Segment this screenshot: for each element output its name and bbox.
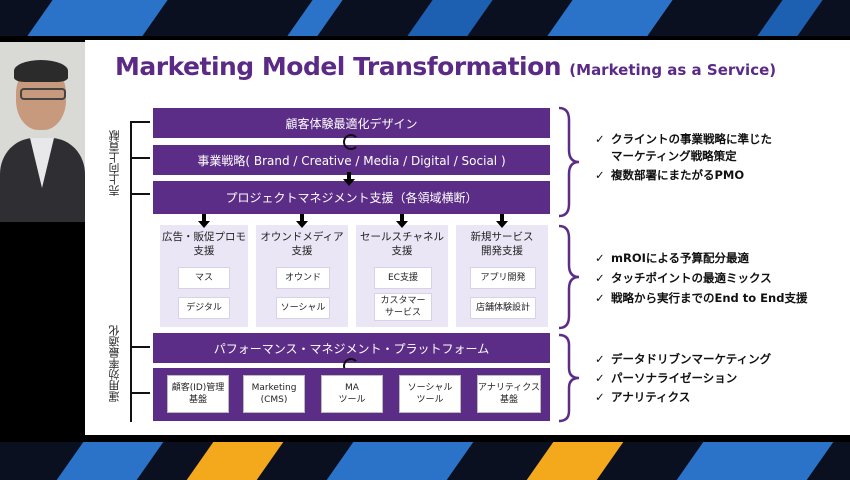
- column-title: セールスチャネル支援: [360, 231, 444, 257]
- check-item: ✓アナリティクス: [595, 390, 691, 404]
- column-sales-channel: セールスチャネル支援 EC支援 カスタマーサービス: [356, 225, 448, 327]
- column-item: オウンド: [276, 267, 330, 289]
- cycle-icon-1: [343, 134, 359, 150]
- check-item: ✓パーソナライゼーション: [595, 371, 738, 385]
- check-item: ✓クライントの事業戦略に準じた: [595, 132, 772, 146]
- top-stripe-band: [0, 0, 850, 36]
- arrow-to-platform: [130, 346, 150, 348]
- down-arrow-icon-col1: [202, 214, 206, 222]
- down-arrow-icon-col4-head: [496, 221, 508, 228]
- down-arrow-icon-col4: [500, 214, 504, 222]
- slide-title-main: Marketing Model Transformation: [115, 52, 562, 81]
- bar-project-management: プロジェクトマネジメント支援（各領域横断）: [153, 181, 550, 214]
- column-item: ソーシャル: [276, 297, 330, 319]
- brace-3: [558, 333, 580, 423]
- arrow-to-bar1: [130, 121, 150, 123]
- arrow-to-bar3: [130, 193, 150, 195]
- check-item: ✓戦略から実行までのEnd to End支援: [595, 291, 808, 305]
- presenter-hair: [14, 60, 68, 82]
- platform-tool: ソーシャルツール: [399, 375, 461, 413]
- column-item: カスタマーサービス: [374, 293, 432, 321]
- platform-tool: Marketing(CMS): [243, 375, 305, 413]
- down-arrow-icon-col2-head: [296, 221, 308, 228]
- platform-tool: アナリティクス基盤: [477, 375, 541, 413]
- check-item: ✓タッチポイントの最適ミックス: [595, 271, 772, 285]
- column-item: マス: [178, 267, 230, 289]
- down-arrow-icon-col1-head: [198, 221, 210, 228]
- down-arrow-icon-1: [347, 172, 351, 180]
- presenter-glasses: [20, 88, 66, 100]
- slide-title-sub: (Marketing as a Service): [569, 61, 777, 79]
- down-arrow-icon-col3-head: [396, 221, 408, 228]
- brace-1: [558, 106, 580, 218]
- column-ad-promo: 広告・販促プロモ支援 マス デジタル: [160, 225, 248, 327]
- left-bracket-line: [130, 122, 132, 422]
- check-item: ✓データドリブンマーケティング: [595, 352, 772, 366]
- column-item: アプリ開発: [470, 267, 536, 289]
- check-item: ✓mROIによる予算配分最適: [595, 251, 750, 265]
- left-label-top: 売上向上貢献: [108, 130, 121, 196]
- slide-title: Marketing Model Transformation (Marketin…: [115, 52, 776, 81]
- bar-business-strategy: 事業戦略( Brand / Creative / Media / Digital…: [153, 145, 550, 175]
- column-item: デジタル: [178, 297, 230, 319]
- check-item: ✓複数部署にまたがるPMO: [595, 168, 745, 182]
- presenter-black-area: [0, 222, 85, 442]
- presenter-video: [0, 42, 85, 222]
- bottom-stripe-band: [0, 442, 850, 480]
- arrow-to-tools: [130, 392, 150, 394]
- down-arrow-icon-col3: [400, 214, 404, 222]
- column-item: 店舗体験設計: [470, 297, 536, 319]
- column-owned-media: オウンドメディア支援 オウンド ソーシャル: [256, 225, 348, 327]
- column-title: 広告・販促プロモ支援: [162, 231, 246, 257]
- column-title: オウンドメディア支援: [260, 231, 344, 257]
- column-new-service: 新規サービス開発支援 アプリ開発 店舗体験設計: [456, 225, 548, 327]
- left-label-bottom: 運用効率最適化: [108, 325, 121, 402]
- check-item-continued: マーケティング戦略策定: [611, 149, 737, 163]
- column-item: EC支援: [374, 267, 432, 289]
- brace-2: [558, 224, 580, 330]
- bar-customer-experience: 顧客体験最適化デザイン: [153, 108, 550, 138]
- down-arrow-icon-col2: [300, 214, 304, 222]
- slide: Marketing Model Transformation (Marketin…: [85, 40, 850, 435]
- down-arrow-icon-1-head: [343, 179, 355, 186]
- platform-tool: 顧客(ID)管理基盤: [167, 375, 229, 413]
- arrow-to-bar2: [130, 157, 150, 159]
- column-title: 新規サービス開発支援: [470, 231, 534, 257]
